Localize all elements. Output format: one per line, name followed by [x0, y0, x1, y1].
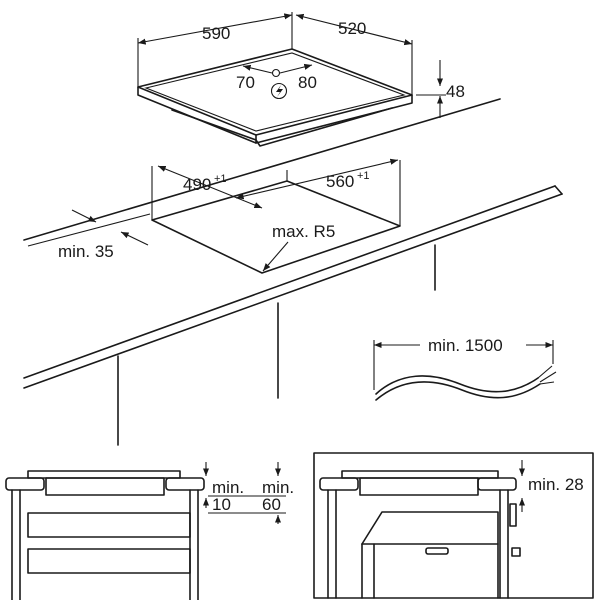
section-oven: min. 28: [313, 452, 594, 599]
worktop-back-edge: [23, 98, 501, 241]
hob-top-view: 590 520 48 70 80: [137, 12, 465, 147]
dimension-48: 48: [446, 82, 465, 101]
hob-front-edge: [137, 86, 257, 144]
edge-distance-label: min. 35: [58, 242, 114, 261]
dimension-490-tolerance: +1: [214, 173, 227, 185]
oven-section-frame: [313, 452, 594, 599]
gap-min-10-line2: 10: [212, 495, 231, 514]
dimension-490: 490: [183, 175, 211, 194]
power-cable: min. 1500: [373, 336, 557, 401]
lightning-bolt-in-circle-icon: [270, 82, 288, 100]
hob-glass-section: [341, 470, 499, 479]
gap-min-28: min. 28: [528, 475, 584, 494]
oven-top: [361, 511, 499, 599]
dimension-590: 590: [202, 24, 230, 43]
dimension-arrow-70: [242, 64, 273, 74]
worktop-top-front-edge: [23, 185, 556, 379]
edge-arrow-bottom: [120, 231, 149, 246]
dimension-70: 70: [236, 73, 255, 92]
hob-underbox-section: [45, 477, 165, 496]
worktop-edge-line: [27, 213, 151, 247]
cable-bottom: [375, 381, 541, 401]
radius-arrow: [262, 241, 289, 272]
oven-front: [361, 543, 375, 599]
dimension-560-tolerance: +1: [357, 170, 370, 182]
dimension-80: 80: [298, 73, 317, 92]
section-drawers: min. 10 min. 60: [5, 462, 294, 600]
gap-min-60-line1: min.: [262, 478, 294, 497]
cable-entry-point: [271, 68, 281, 78]
dimension-arrow-560: [235, 158, 399, 200]
worktop-corner: [554, 185, 563, 195]
radius-label: max. R5: [272, 222, 335, 241]
hob-underbox: [171, 107, 393, 147]
dimension-arrow-590: [137, 13, 293, 45]
hob-side-edge: [255, 94, 413, 144]
cable-wire-ends: [537, 365, 557, 385]
cable-length-label: min. 1500: [428, 336, 503, 355]
cable-top: [375, 375, 539, 395]
worktop-section-right: [477, 477, 517, 491]
dimension-arrow-80: [279, 63, 313, 74]
worktop-bottom-edge: [23, 193, 563, 389]
hob-glass-surface: [137, 48, 413, 136]
worktop-section-right: [165, 477, 205, 491]
oven-handle: [425, 547, 449, 555]
gap-min-10-line1: min.: [212, 478, 244, 497]
dimension-arrow-520: [295, 13, 413, 46]
drawer-front: [27, 512, 191, 538]
hob-underbox-section: [359, 477, 479, 496]
worktop-section-left: [5, 477, 45, 491]
dimension-arrow-490: [157, 165, 263, 209]
edge-arrow-top: [71, 209, 97, 223]
gap-min-60-line2: 60: [262, 495, 281, 514]
dimension-560: 560: [326, 172, 354, 191]
cutout: 490 +1 560 +1 max. R5 min. 35: [58, 158, 401, 274]
dimension-520: 520: [338, 19, 366, 38]
oven-back-connector: [511, 547, 521, 557]
oven-back-connector: [509, 503, 517, 527]
hob-inner-frame: [144, 52, 406, 132]
hob-glass-section: [27, 470, 181, 479]
worktop: [23, 98, 563, 446]
worktop-section-left: [319, 477, 359, 491]
drawer-front: [27, 548, 191, 574]
